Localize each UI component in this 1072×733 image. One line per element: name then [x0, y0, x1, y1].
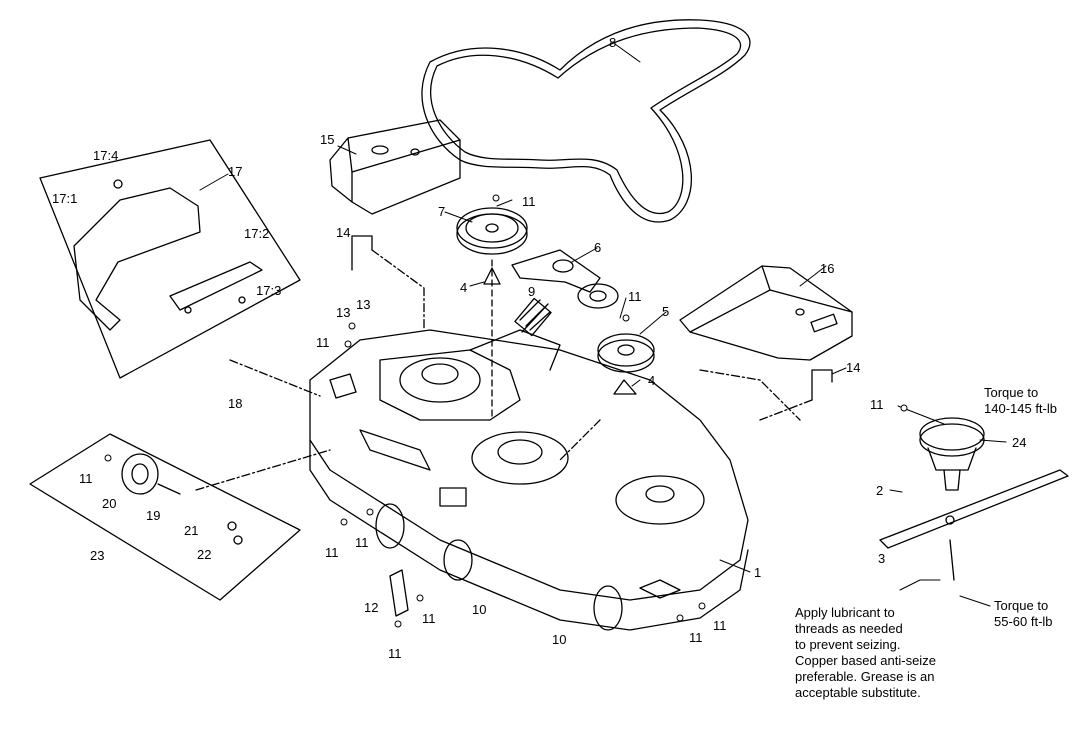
callout-21: 21 [184, 523, 199, 538]
torque-note-spindle-line-1: Torque to [984, 385, 1039, 400]
lubricant-note-line-5: preferable. Grease is an [795, 669, 935, 684]
torque-note-bolt-line-2: 55-60 ft-lb [994, 614, 1053, 629]
drive-belt [421, 19, 751, 223]
exploded-box-23 [29, 433, 301, 601]
callout-8: 8 [609, 35, 617, 50]
callout-16: 16 [820, 261, 835, 276]
spindle-cone [483, 267, 637, 395]
callout-11i: 11 [689, 630, 703, 645]
torque-note-spindle: Torque to 140-145 ft-lb [984, 385, 1057, 417]
idler-arm [511, 249, 619, 309]
callout-11k: 11 [870, 397, 884, 412]
j-bolt [351, 235, 833, 401]
lubricant-note-line-6: acceptable substitute. [795, 685, 921, 700]
lubricant-note-line-3: to prevent seizing. [795, 637, 901, 652]
callout-13b: 13 [356, 297, 371, 312]
callout-24: 24 [1012, 435, 1027, 450]
idler-spring [514, 297, 552, 337]
bracket [389, 569, 409, 617]
callout-18: 18 [228, 396, 243, 411]
callout-4a: 4 [460, 280, 468, 295]
callout-15: 15 [320, 132, 335, 147]
belt-cover-left [329, 119, 461, 215]
callout-17-2: 17:2 [244, 226, 270, 241]
torque-note-bolt-line-1: Torque to [994, 598, 1049, 613]
lubricant-note-line-4: Copper based anti-seize [795, 653, 936, 668]
spindle-assembly [919, 417, 985, 491]
callout-14b: 14 [846, 360, 861, 375]
pulley-medium [597, 333, 655, 373]
callout-17-1: 17:1 [52, 191, 78, 206]
mower-blade [879, 469, 1069, 581]
mower-deck [309, 329, 749, 631]
callout-12: 12 [364, 600, 379, 615]
callout-10b: 10 [552, 632, 567, 647]
callout-4b: 4 [648, 373, 656, 388]
callout-leaders [199, 43, 1007, 607]
callout-10a: 10 [472, 602, 487, 617]
callout-20: 20 [102, 496, 117, 511]
callout-11g: 11 [422, 611, 436, 626]
callout-22: 22 [197, 547, 212, 562]
callout-11b: 11 [628, 289, 642, 304]
callout-6: 6 [594, 240, 602, 255]
callout-14a: 14 [336, 225, 351, 240]
callout-9: 9 [528, 284, 536, 299]
lubricant-note-line-2: threads as needed [795, 621, 903, 636]
torque-note-bolt: Torque to 55-60 ft-lb [994, 598, 1053, 630]
assembly-lines [195, 249, 813, 491]
callout-11c: 11 [316, 335, 330, 350]
callout-17-3: 17:3 [256, 283, 282, 298]
callout-11f: 11 [355, 535, 369, 550]
callout-2: 2 [876, 483, 884, 498]
deck-wheel [375, 503, 623, 631]
exploded-box-17 [39, 139, 301, 379]
lubricant-note: Apply lubricant to threads as needed to … [795, 605, 936, 701]
callout-19: 19 [146, 508, 161, 523]
callout-7: 7 [438, 204, 446, 219]
callout-23: 23 [90, 548, 105, 563]
callout-11j: 11 [713, 618, 727, 633]
callout-17-4: 17:4 [93, 148, 119, 163]
belt-cover-right [679, 265, 853, 361]
callout-3: 3 [878, 551, 886, 566]
lubricant-note-line-1: Apply lubricant to [795, 605, 895, 620]
callout-5: 5 [662, 304, 670, 319]
callout-1: 1 [754, 565, 762, 580]
callout-13a: 13 [336, 305, 351, 320]
torque-note-spindle-line-2: 140-145 ft-lb [984, 401, 1057, 416]
callout-11a: 11 [522, 194, 536, 209]
callout-17: 17 [228, 164, 243, 179]
callout-11h: 11 [388, 646, 402, 661]
callout-11e: 11 [325, 545, 339, 560]
callout-11d: 11 [79, 471, 93, 486]
hardware-nuts [104, 194, 908, 628]
